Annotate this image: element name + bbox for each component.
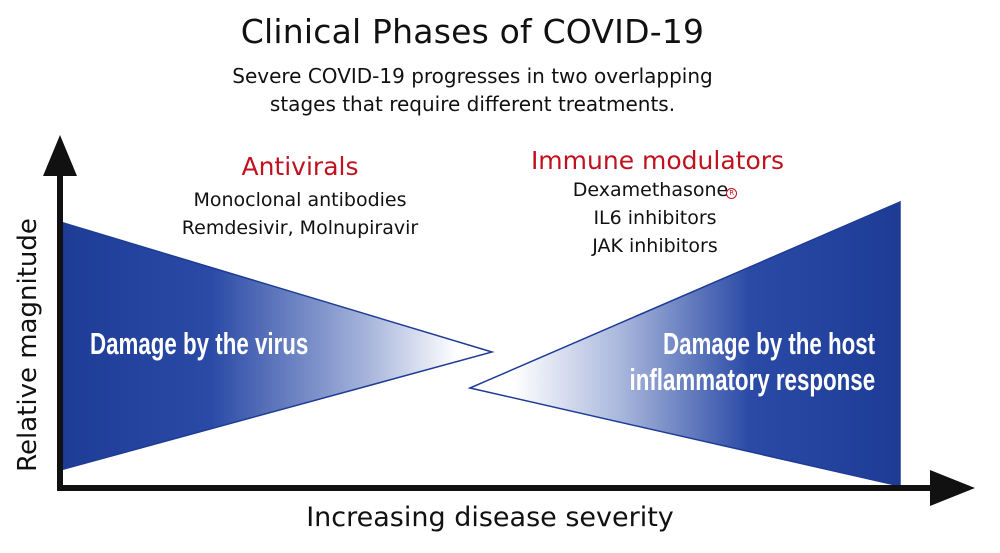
immune-modulator-item: DexamethasoneR: [520, 176, 790, 204]
host-damage-label-line-2: inflammatory response: [629, 362, 875, 397]
antiviral-item: Remdesivir, Molnupiravir: [181, 217, 419, 239]
registered-mark-icon: R: [726, 188, 738, 199]
subtitle-line-1: Severe COVID-19 progresses in two overla…: [232, 64, 713, 88]
antivirals-list: Monoclonal antibodies Remdesivir, Molnup…: [140, 186, 460, 242]
immune-modulators-heading: Immune modulators: [530, 146, 785, 175]
subtitle-line-2: stages that require different treatments…: [269, 92, 676, 116]
virus-damage-label: Damage by the virus: [90, 326, 309, 361]
host-damage-label-line-1: Damage by the host: [662, 326, 875, 361]
x-axis-label: Increasing disease severity: [306, 502, 674, 533]
host-damage-label: Damage by the host inflammatory response: [629, 326, 875, 398]
x-axis-arrowhead: [930, 470, 975, 506]
diagram-subtitle: Severe COVID-19 progresses in two overla…: [0, 62, 945, 118]
antivirals-heading: Antivirals: [241, 152, 359, 181]
immune-modulator-item: JAK inhibitors: [592, 235, 718, 257]
immune-modulator-item: IL6 inhibitors: [593, 207, 717, 229]
diagram-title: Clinical Phases of COVID-19: [240, 12, 705, 51]
antiviral-item: Monoclonal antibodies: [193, 189, 407, 211]
y-axis-label: Relative magnitude: [13, 218, 43, 472]
y-axis-arrowhead: [43, 135, 77, 176]
immune-modulators-list: DexamethasoneR IL6 inhibitors JAK inhibi…: [520, 176, 790, 260]
host-damage-wedge: [467, 200, 901, 487]
immune-modulator-item-text: Dexamethasone: [572, 179, 729, 201]
